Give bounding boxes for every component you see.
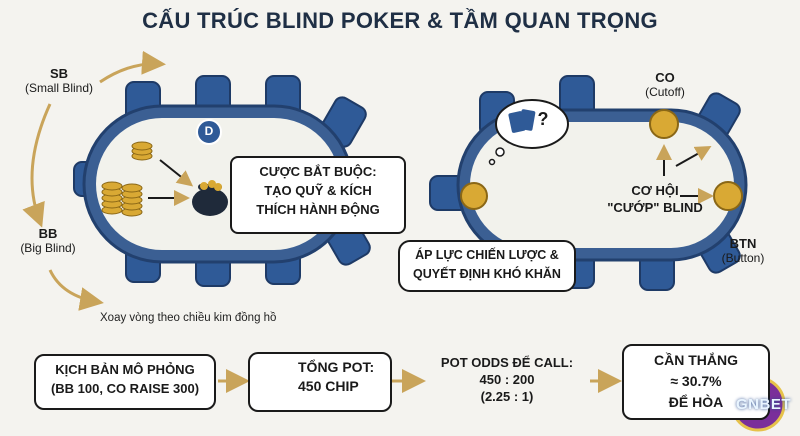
dealer-button bbox=[196, 119, 222, 145]
sb-label: SB (Small Blind) bbox=[14, 66, 104, 96]
bb-desc: (Big Blind) bbox=[20, 241, 76, 255]
btn-name: BTN bbox=[729, 236, 757, 251]
pot-odds-text: POT ODDS ĐỂ CALL: 450 : 200 (2.25 : 1) bbox=[424, 354, 590, 405]
player-chip bbox=[460, 182, 488, 210]
sb-chip-stack bbox=[131, 141, 153, 161]
scenario-box: KỊCH BẢN MÔ PHỎNG (BB 100, CO RAISE 300) bbox=[34, 354, 216, 410]
odds-line: 450 : 200 bbox=[479, 372, 535, 387]
win-line: CẦN THẮNG bbox=[654, 352, 738, 368]
dealer-label: D bbox=[204, 124, 214, 138]
gnbet-logo: GNBET bbox=[736, 396, 791, 413]
pressure-line: ÁP LỰC CHIẾN LƯỢC & bbox=[415, 248, 559, 262]
steal-blind-text: CƠ HỘI "CƯỚP" BLIND bbox=[600, 182, 710, 216]
scenario-line: KỊCH BẢN MÔ PHỎNG bbox=[55, 362, 195, 377]
callout-line: THÍCH HÀNH ĐỘNG bbox=[256, 202, 380, 217]
sb-desc: (Small Blind) bbox=[24, 81, 93, 95]
win-line: ĐỂ HÒA bbox=[668, 394, 724, 410]
co-name: CO bbox=[655, 70, 675, 85]
mandatory-bet-callout: CƯỢC BẮT BUỘC: TẠO QUỸ & KÍCH THÍCH HÀNH… bbox=[230, 156, 406, 234]
co-label: CO (Cutoff) bbox=[630, 70, 700, 100]
pot-line: TỔNG POT: bbox=[298, 359, 375, 375]
callout-line: CƯỢC BẮT BUỘC: bbox=[259, 164, 377, 179]
odds-line: (2.25 : 1) bbox=[480, 389, 534, 404]
pot-bag-icon bbox=[192, 180, 228, 216]
win-line: ≈ 30.7% bbox=[670, 373, 722, 389]
thought-question: ? bbox=[537, 109, 549, 129]
rotation-arrow bbox=[48, 269, 104, 311]
rotation-note: Xoay vòng theo chiều kim đồng hồ bbox=[100, 312, 277, 324]
pressure-line: QUYẾT ĐỊNH KHÓ KHĂN bbox=[413, 267, 561, 281]
callout-line: TẠO QUỸ & KÍCH bbox=[264, 183, 372, 198]
rotation-arrow bbox=[22, 103, 52, 228]
bb-name: BB bbox=[38, 226, 58, 241]
steal-line: CƠ HỘI bbox=[631, 183, 679, 198]
page-title: CẤU TRÚC BLIND POKER & TẦM QUAN TRỌNG bbox=[142, 8, 658, 33]
co-desc: (Cutoff) bbox=[645, 85, 685, 99]
steal-line: "CƯỚP" BLIND bbox=[607, 200, 703, 215]
card-icon bbox=[518, 109, 536, 131]
pot-line: 450 CHIP bbox=[298, 378, 359, 394]
btn-desc: (Button) bbox=[721, 251, 765, 265]
btn-label: BTN (Button) bbox=[710, 236, 776, 266]
left-poker-table bbox=[73, 75, 371, 287]
rotation-arrow bbox=[99, 50, 166, 84]
bb-label: BB (Big Blind) bbox=[6, 226, 90, 256]
pot-box: TỔNG POT: 450 CHIP bbox=[248, 352, 392, 412]
btn-chip bbox=[713, 181, 743, 211]
co-chip bbox=[649, 109, 679, 139]
arrow bbox=[675, 146, 712, 167]
win-rate-box: CẦN THẮNG ≈ 30.7% ĐỂ HÒA bbox=[622, 344, 770, 420]
sb-name: SB bbox=[49, 66, 69, 81]
arrow bbox=[159, 159, 194, 187]
scenario-line: (BB 100, CO RAISE 300) bbox=[50, 381, 200, 396]
odds-line: POT ODDS ĐỂ CALL: bbox=[440, 355, 574, 370]
pressure-callout: ÁP LỰC CHIẾN LƯỢC & QUYẾT ĐỊNH KHÓ KHĂN bbox=[398, 240, 576, 292]
bb-chip-stack bbox=[101, 181, 143, 217]
